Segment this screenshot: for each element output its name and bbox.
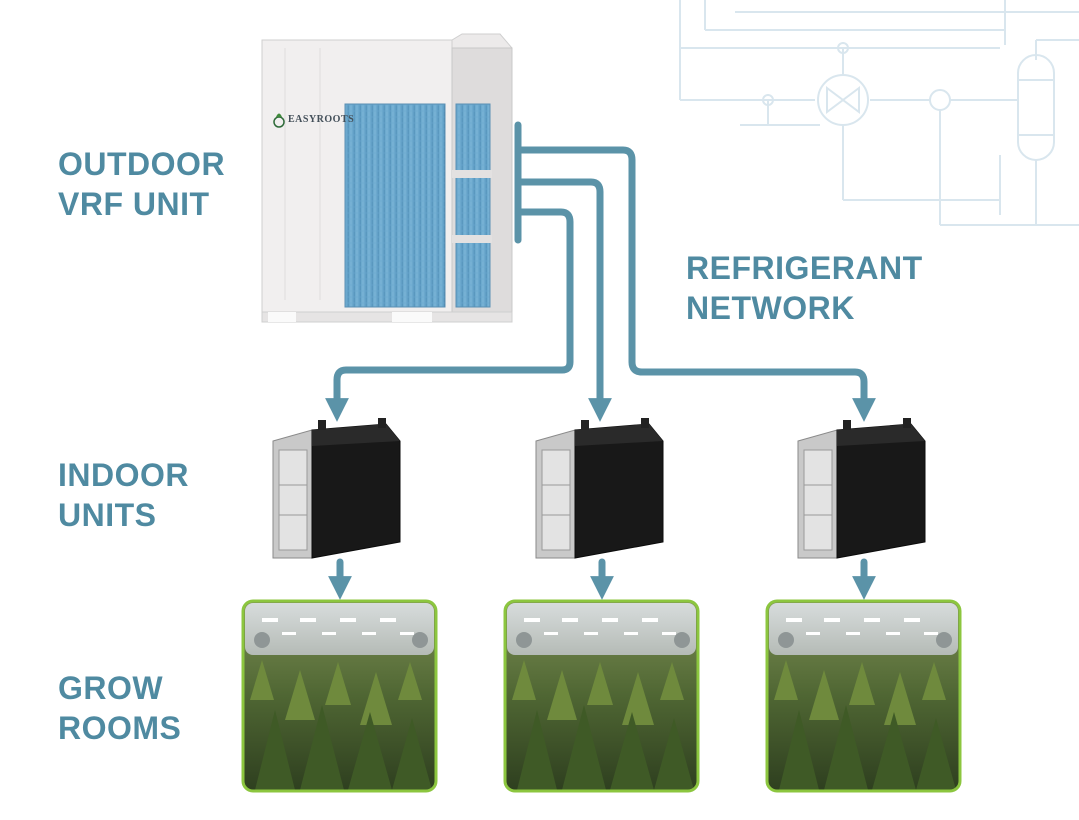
grow-label-line2: ROOMS: [58, 710, 182, 746]
refrigerant-network-pipes: [325, 121, 876, 422]
network-label-line2: NETWORK: [686, 290, 855, 326]
refrigerant-network-label: REFRIGERANT NETWORK: [686, 248, 923, 328]
grow-room-right: [765, 599, 962, 793]
indoor-unit-left: [272, 418, 401, 559]
outdoor-vrf-unit: [261, 33, 513, 323]
supply-arrows: [328, 558, 876, 600]
indoor-units-label: INDOOR UNITS: [58, 455, 189, 535]
grow-room-left: [241, 599, 438, 793]
indoor-unit-right: [797, 418, 926, 559]
grow-label-line1: GROW: [58, 670, 164, 706]
network-label-line1: REFRIGERANT: [686, 250, 923, 286]
grow-rooms-label: GROW ROOMS: [58, 668, 181, 748]
indoor-unit-center: [535, 418, 664, 559]
indoor-label-line2: UNITS: [58, 497, 157, 533]
brand-name: EASYROOTS: [288, 114, 355, 125]
grow-room-center: [503, 599, 700, 793]
outdoor-vrf-unit-label: OUTDOOR VRF UNIT: [58, 144, 225, 224]
outdoor-label-line2: VRF UNIT: [58, 186, 210, 222]
indoor-label-line1: INDOOR: [58, 457, 189, 493]
outdoor-label-line1: OUTDOOR: [58, 146, 226, 182]
